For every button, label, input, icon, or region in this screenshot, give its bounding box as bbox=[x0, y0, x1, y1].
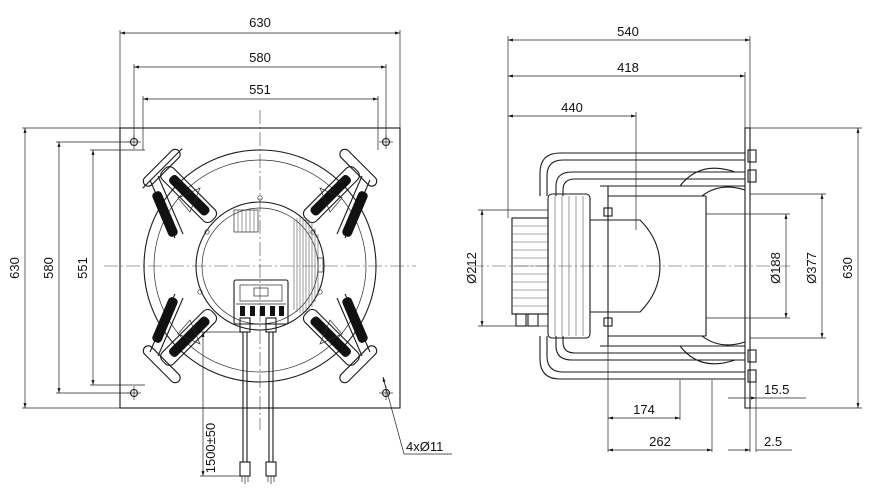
support-arms bbox=[142, 148, 378, 384]
side-rails-top bbox=[539, 149, 757, 197]
dim-d188: Ø188 bbox=[768, 252, 783, 284]
dim-cable-length: 1500±50 bbox=[203, 423, 218, 474]
dim-top-630: 630 bbox=[249, 15, 271, 30]
cables bbox=[239, 332, 277, 484]
dim-top-551: 551 bbox=[249, 82, 271, 97]
side-bottom-dimensions bbox=[607, 346, 806, 452]
motor-housing bbox=[195, 201, 325, 331]
holes-leader bbox=[382, 376, 452, 455]
dim-holes: 4xØ11 bbox=[406, 439, 443, 454]
front-view: 630 580 551 630 580 551 1500±50 4xØ11 bbox=[7, 15, 452, 484]
dim-262: 262 bbox=[649, 434, 671, 449]
side-motor bbox=[511, 193, 591, 339]
heatsink-fins bbox=[293, 217, 324, 313]
dim-630-side: 630 bbox=[840, 257, 855, 279]
terminal-box bbox=[233, 279, 289, 333]
side-rails-bottom bbox=[539, 335, 757, 383]
dim-15-5: 15.5 bbox=[764, 382, 789, 397]
inlet-ring-outer bbox=[143, 149, 377, 383]
dim-418: 418 bbox=[617, 60, 639, 75]
dim-2-5: 2.5 bbox=[764, 434, 782, 449]
side-top-dimensions bbox=[507, 36, 751, 230]
inlet-ring-inner bbox=[153, 159, 367, 373]
dim-top-580: 580 bbox=[249, 50, 271, 65]
side-right-dimensions bbox=[706, 127, 862, 409]
front-left-dimensions bbox=[22, 127, 145, 409]
cable-length-dimension bbox=[200, 331, 240, 477]
dim-d212: Ø212 bbox=[464, 252, 479, 284]
top-fin-block bbox=[233, 209, 259, 233]
dim-d377: Ø377 bbox=[804, 252, 819, 284]
dim-440: 440 bbox=[561, 100, 583, 115]
dim-left-551: 551 bbox=[75, 257, 90, 279]
side-view: 540 418 440 Ø212 Ø188 Ø377 630 15.5 174 … bbox=[464, 24, 862, 452]
dim-left-630: 630 bbox=[7, 257, 22, 279]
dim-540: 540 bbox=[617, 24, 639, 39]
side-flange bbox=[744, 127, 751, 409]
side-left-dimension bbox=[478, 209, 548, 327]
front-top-dimensions bbox=[119, 30, 401, 150]
dim-174: 174 bbox=[633, 402, 655, 417]
dim-left-580: 580 bbox=[41, 257, 56, 279]
impeller bbox=[590, 186, 707, 346]
